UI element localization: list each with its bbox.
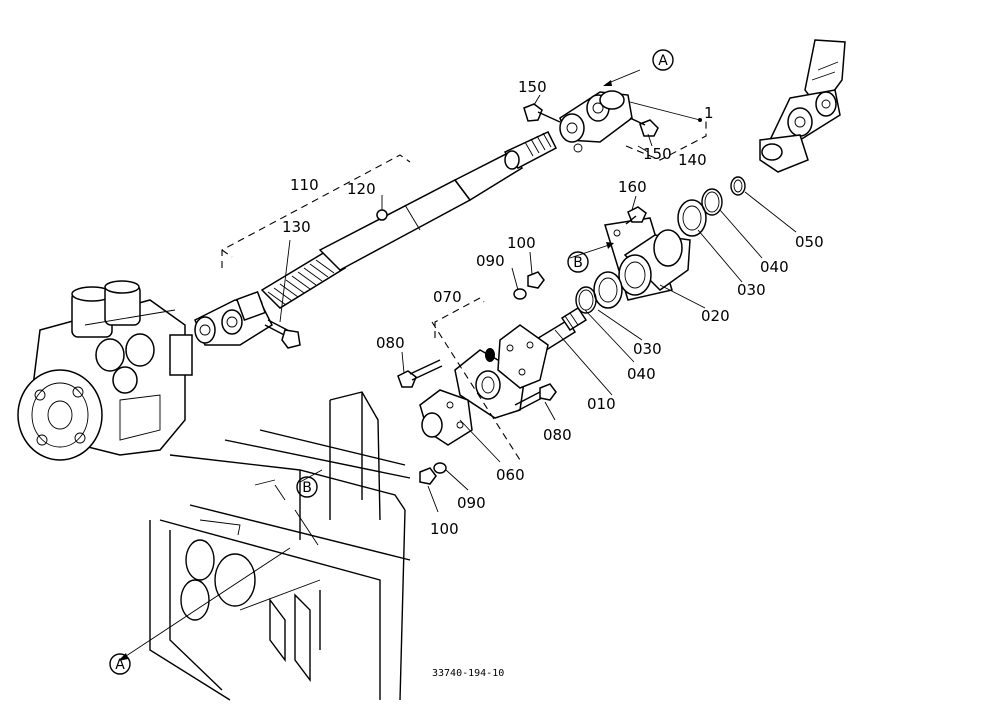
label-030-upper: 030 [737, 281, 766, 299]
label-100-bottom: 100 [430, 520, 459, 538]
snap-ring-040-lower [575, 286, 597, 314]
upper-universal-joint [559, 90, 633, 153]
leader-lines [118, 69, 797, 661]
figure-code: 33740-194-10 [432, 668, 504, 679]
label-080-right: 080 [543, 426, 572, 444]
bolt-150-upper [523, 103, 561, 123]
bolt-080-left [397, 359, 443, 388]
part-labels: 150 150 140 1 110 120 130 160 100 090 07… [282, 78, 824, 538]
label-150-bottom: 150 [643, 145, 672, 163]
lower-universal-joint [194, 290, 273, 346]
bolt-080-right [514, 383, 557, 412]
ring-050 [730, 176, 746, 196]
nut-100-upper [527, 271, 545, 289]
svg-text:A: A [115, 657, 125, 673]
svg-text:A: A [658, 53, 668, 69]
label-140: 140 [678, 151, 707, 169]
callout-a-top: A [652, 49, 674, 71]
nut-100-lower [419, 467, 437, 485]
callout-a-bottom: A [109, 653, 131, 675]
label-070: 070 [433, 288, 462, 306]
gear-060 [419, 389, 473, 446]
label-120: 120 [347, 180, 376, 198]
label-080-left: 080 [376, 334, 405, 352]
steering-shaft [260, 131, 557, 309]
washer-090-lower [433, 462, 447, 474]
label-060: 060 [496, 466, 525, 484]
label-110: 110 [290, 176, 319, 194]
upper-column-joint [759, 39, 846, 173]
bracket-070 [434, 297, 485, 338]
bolt-150-lower [629, 117, 659, 137]
steering-gearbox [17, 280, 193, 461]
label-050: 050 [795, 233, 824, 251]
label-090-bottom: 090 [457, 494, 486, 512]
bolt-160 [625, 206, 647, 225]
label-1: 1 [704, 104, 714, 122]
svg-text:B: B [302, 480, 312, 496]
label-040-lower: 040 [627, 365, 656, 383]
label-100-top: 100 [507, 234, 536, 252]
bearing-030-upper [677, 199, 707, 237]
label-010: 010 [587, 395, 616, 413]
label-040-upper: 040 [760, 258, 789, 276]
callout-b-right: B [567, 251, 589, 273]
support-bracket [454, 324, 549, 419]
label-160: 160 [618, 178, 647, 196]
washer-090-upper [513, 288, 527, 300]
bolt-130 [264, 319, 301, 349]
label-020: 020 [701, 307, 730, 325]
label-090-top: 090 [476, 252, 505, 270]
callout-b-bottom: B [296, 476, 318, 498]
label-150-top: 150 [518, 78, 547, 96]
tractor-frame [149, 391, 411, 701]
label-030-lower: 030 [633, 340, 662, 358]
snap-ring-040-upper [701, 188, 723, 216]
flange-housing [604, 217, 691, 301]
bracket-140 [625, 118, 707, 161]
svg-text:B: B [573, 255, 583, 271]
bearing-030-lower [593, 271, 623, 309]
label-130: 130 [282, 218, 311, 236]
